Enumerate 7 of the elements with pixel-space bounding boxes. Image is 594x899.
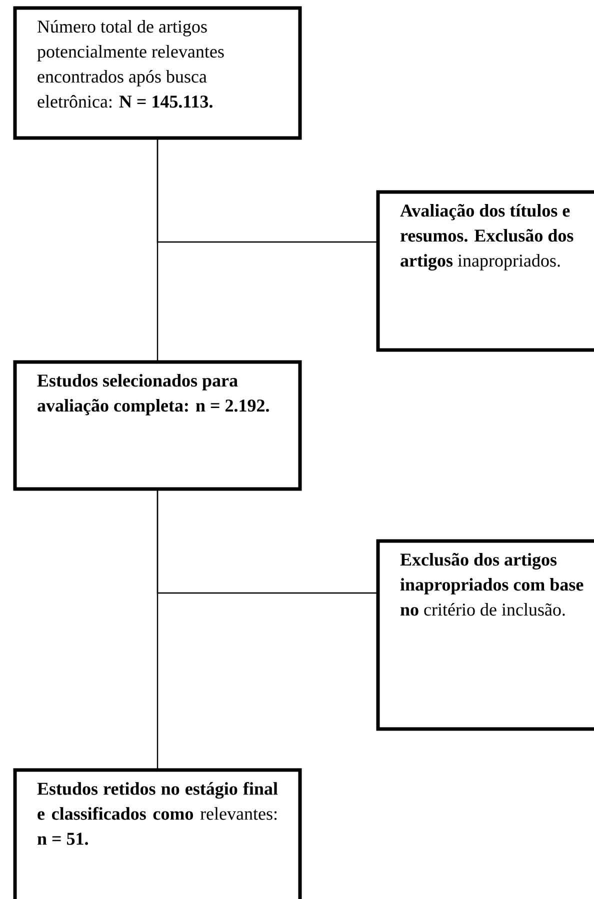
process-box: Avaliação dos títulos e resumos. Exclusão dos artigos inapropriados.	[376, 190, 594, 352]
connector-line	[156, 138, 378, 243]
process-box: Número total de artigos potencialmente relevantes encontrados após busca eletrônica: N = 145.113.	[13, 6, 302, 140]
process-box: Estudos retidos no estágio final e classificados como relevantes: n = 51.	[13, 768, 302, 899]
connector-line	[156, 489, 378, 594]
process-box: Exclusão dos artigos inapropriados com base no critério de inclusão.	[376, 539, 594, 731]
process-box: Estudos selecionados para avaliação completa: n = 2.192.	[13, 360, 302, 491]
